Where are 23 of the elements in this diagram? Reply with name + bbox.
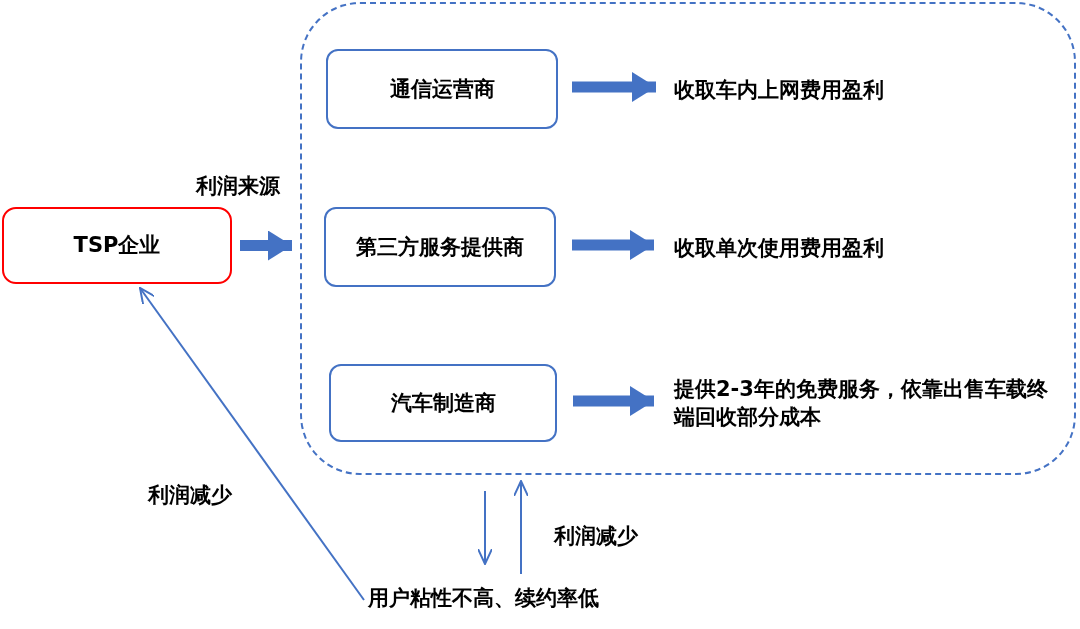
- process-box: [2, 207, 232, 284]
- edge-label: 利润来源: [194, 172, 282, 200]
- description-text: 提供2-3年的免费服务，依靠出售车载终端回收部分成本: [674, 375, 1049, 431]
- box-label: 汽车制造商: [390, 389, 496, 417]
- block-arrow: [573, 386, 654, 416]
- process-box: [329, 364, 557, 442]
- description-text: 收取车内上网费用盈利: [674, 76, 884, 104]
- arrow: [477, 490, 493, 565]
- description-text: 收取单次使用费用盈利: [674, 234, 884, 262]
- process-box: [324, 207, 556, 287]
- edge-label: 利润减少: [552, 522, 640, 550]
- block-arrow: [240, 230, 292, 261]
- dashed-group-box: [300, 2, 1076, 475]
- block-arrow: [572, 72, 656, 102]
- block-arrow: [572, 230, 654, 260]
- arrow: [139, 287, 365, 601]
- process-box: [326, 49, 558, 129]
- box-label: TSP企业: [73, 232, 161, 260]
- edge-label: 利润减少: [146, 481, 234, 509]
- description-text: 用户粘性不高、续约率低: [368, 584, 599, 612]
- box-label: 第三方服务提供商: [356, 233, 524, 261]
- arrow: [513, 480, 529, 575]
- box-label: 通信运营商: [389, 75, 495, 103]
